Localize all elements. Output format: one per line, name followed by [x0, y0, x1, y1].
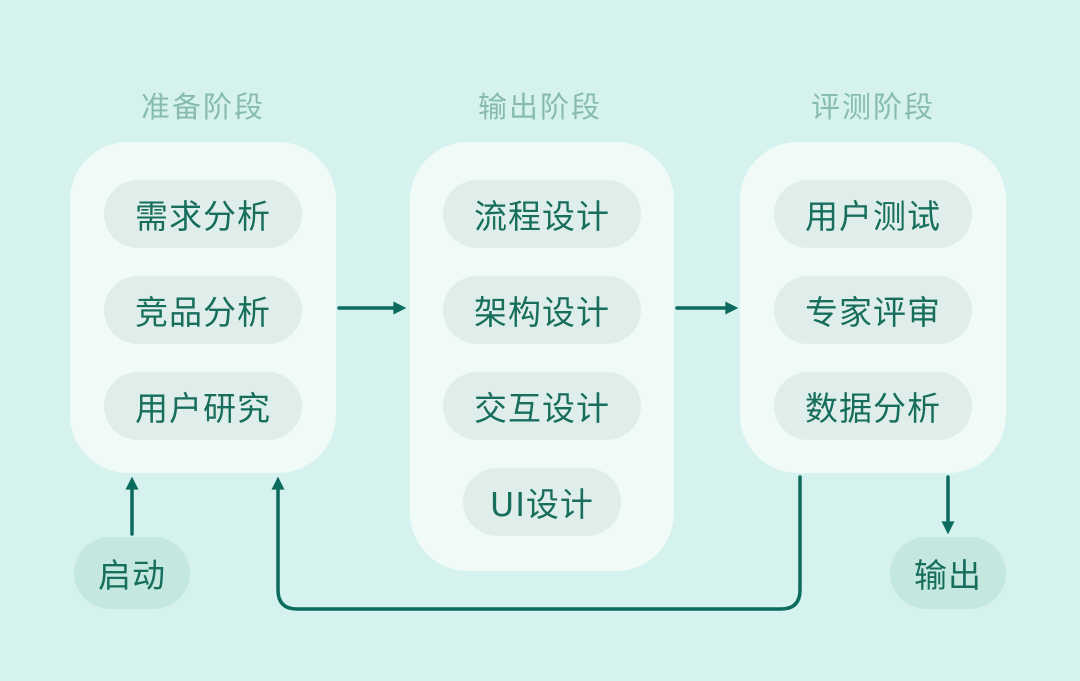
task-pill-architecture-design: 架构设计 — [443, 276, 641, 344]
task-pill-requirements-analysis: 需求分析 — [104, 180, 302, 248]
stage-panel-evaluation: 用户测试 专家评审 数据分析 — [740, 142, 1006, 473]
stage-title-preparation: 准备阶段 — [140, 90, 265, 124]
task-pill-user-research: 用户研究 — [104, 372, 302, 440]
task-pill-process-design: 流程设计 — [443, 180, 641, 248]
task-pill-competitor-analysis: 竞品分析 — [104, 276, 302, 344]
task-pill-interaction-design: 交互设计 — [443, 372, 641, 440]
start-node: 启动 — [74, 537, 190, 609]
task-pill-ui-design: UI设计 — [463, 468, 621, 536]
task-pill-expert-review: 专家评审 — [774, 276, 972, 344]
stage-title-output: 输出阶段 — [477, 90, 602, 124]
task-pill-data-analysis: 数据分析 — [774, 372, 972, 440]
stage-panel-output: 流程设计 架构设计 交互设计 UI设计 — [410, 142, 674, 571]
task-pill-user-testing: 用户测试 — [774, 180, 972, 248]
stage-panel-preparation: 需求分析 竞品分析 用户研究 — [70, 142, 336, 473]
output-node: 输出 — [890, 537, 1006, 609]
stage-title-evaluation: 评测阶段 — [810, 90, 935, 124]
